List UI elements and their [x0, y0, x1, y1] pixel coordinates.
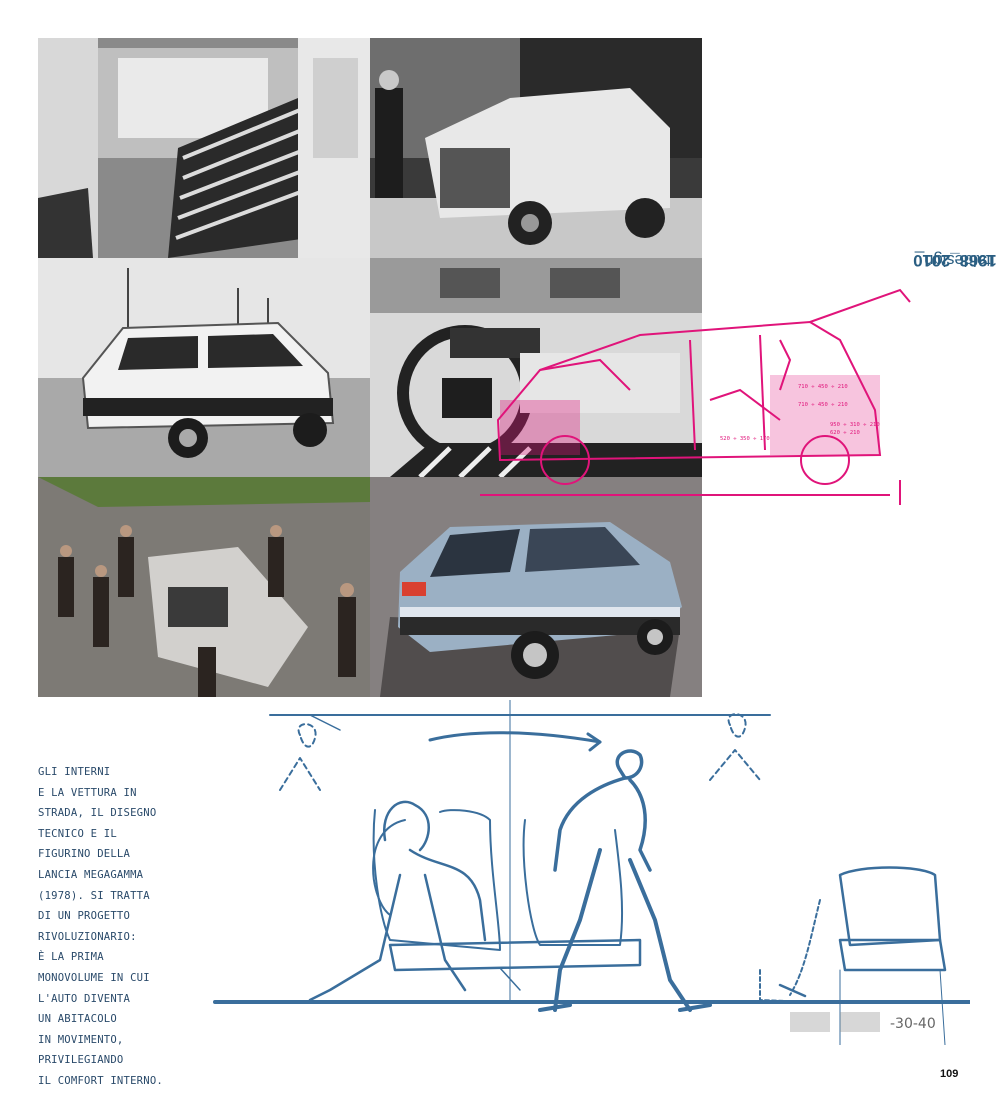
side-title-bold: 1968_2010: [913, 251, 997, 270]
caption-line: STRADA, IL DISEGNO: [38, 807, 157, 820]
caption-line: E LA VETTURA IN: [38, 786, 137, 799]
caption-line: È LA PRIMA: [38, 951, 104, 964]
caption-line: LANCIA MEGAGAMMA: [38, 868, 144, 881]
dim-label-5: 520 ÷ 350 ÷ 170: [720, 436, 770, 442]
dim-label-1: 710 ÷ 450 ÷ 210: [798, 384, 848, 390]
dim-label-3: 950 ÷ 310 ÷ 210: [830, 422, 880, 428]
caption-line: DI UN PROGETTO: [38, 910, 131, 923]
caption-line: IL COMFORT INTERNO.: [38, 1074, 163, 1087]
caption-line: (1978). SI TRATTA: [38, 889, 150, 902]
caption-line: UN ABITACOLO: [38, 1013, 117, 1026]
page-number: 109: [940, 1068, 959, 1080]
caption-line: GLI INTERNI: [38, 766, 111, 778]
photo-grid: [38, 38, 702, 697]
photo-dashboard: [370, 258, 702, 477]
caption-line: PRIVILEGIANDO: [38, 1054, 124, 1067]
caption-line: TECNICO E IL: [38, 827, 117, 840]
dim-label-2: 710 ÷ 450 ÷ 210: [798, 402, 848, 408]
photo-interior-seat: [38, 38, 370, 258]
photo-crowd-car: [38, 477, 370, 697]
caption-line: MONOVOLUME IN CUI: [38, 971, 150, 984]
technical-drawing-overlay: 710 ÷ 450 ÷ 210 710 ÷ 450 ÷ 210 950 ÷ 31…: [480, 280, 920, 510]
caption-line: IN MOVIMENTO,: [38, 1033, 124, 1046]
photo-car-illustration: [370, 477, 702, 697]
caption-line: FIGURINO DELLA: [38, 848, 131, 861]
photo-workshop: [370, 38, 702, 258]
dim-label-4: 620 ÷ 210: [830, 430, 860, 436]
photo-car-outdoor: [38, 258, 370, 477]
caption-line: L'AUTO DIVENTA: [38, 992, 131, 1005]
caption: GLI INTERNI E LA VETTURA IN STRADA, IL D…: [38, 762, 188, 1092]
side-title: Italdesign_1968_2010: [913, 172, 996, 348]
caption-line: RIVOLUZIONARIO:: [38, 930, 137, 943]
sketch-annotation: -30-40: [890, 1016, 936, 1032]
interior-sketch: -30-40: [200, 699, 972, 1046]
